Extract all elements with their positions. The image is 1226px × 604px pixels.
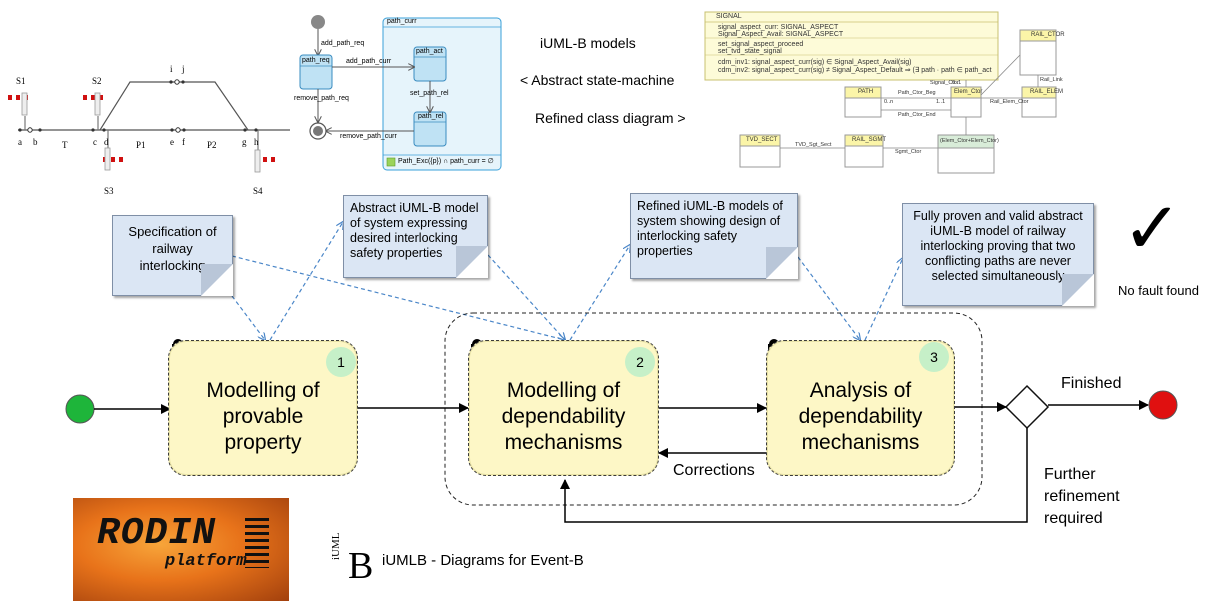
- section-label-p1: P1: [136, 140, 146, 150]
- assoc-tvd-sgt-sect: TVD_Sgt_Sect: [795, 142, 832, 148]
- iumlb-caption: iUMLB - Diagrams for Event-B: [382, 552, 584, 569]
- note-fold: [1062, 274, 1094, 306]
- point-label-c: c: [93, 137, 97, 147]
- assoc-signal-ctor: Signal_Ctor: [930, 80, 959, 86]
- signal-label-s1: S1: [16, 76, 26, 86]
- point-label-h: h: [254, 137, 259, 147]
- state-machine-invariant: Path_Exc({p}) ∩ path_curr = ∅: [398, 158, 494, 165]
- assoc-path-ctor-end: Path_Ctor_End: [898, 112, 936, 118]
- note-specification: Specification of railway interlocking: [112, 215, 233, 296]
- rodin-logo-subtitle: platform: [165, 552, 247, 571]
- activity-label: Analysis of dependability mechanisms: [798, 379, 923, 454]
- class-diagram: [704, 11, 1057, 174]
- point-label-g: g: [242, 137, 247, 147]
- transition-remove-path-req: remove_path_req: [294, 95, 349, 102]
- note-abstract-model-text: Abstract iUML-B model of system expressi…: [350, 201, 479, 260]
- railway-signals: [8, 79, 275, 173]
- class-path: PATH: [858, 89, 874, 95]
- signal-label-s2: S2: [92, 76, 102, 86]
- note-refined-model: Refined iUML-B models of system showing …: [630, 193, 798, 279]
- activity-modelling-dependability: Modelling of dependability mechanisms: [468, 340, 659, 476]
- checkmark-icon: ✓: [1122, 186, 1183, 270]
- state-machine: [299, 15, 502, 171]
- activity-label: Modelling of provable property: [206, 379, 320, 454]
- transition-set-path-rel: set_path_rel: [410, 90, 449, 97]
- caption-abstract-state-machine: < Abstract state-machine: [520, 72, 675, 88]
- class-signal-title: SIGNAL: [716, 13, 742, 20]
- iumlb-logo-letter: B: [348, 545, 374, 587]
- start-node: [65, 394, 95, 424]
- class-signal-attr-2: Signal_Aspect_Avail: SIGNAL_ASPECT: [718, 31, 844, 38]
- point-label-i: i: [170, 64, 173, 74]
- note-fold: [201, 264, 233, 296]
- note-refined-model-text: Refined iUML-B models of system showing …: [637, 199, 783, 258]
- class-signal-inv-2: cdm_inv2: signal_aspect_curr(sig) ≠ Sign…: [718, 67, 994, 74]
- point-label-a: a: [18, 137, 22, 147]
- iumlb-logo-small: iUML: [330, 532, 342, 561]
- class-elem-ctor: Elem_Ctor: [954, 89, 983, 95]
- section-label-t: T: [62, 140, 68, 150]
- class-signal-event-2: set_tvd_state_signal: [718, 48, 782, 55]
- state-machine-title: path_curr: [387, 18, 417, 25]
- class-rail-ctor: RAIL_CTOR: [1031, 32, 1065, 38]
- signal-label-s4: S4: [253, 186, 263, 196]
- transition-add-path-req: add_path_req: [321, 40, 365, 47]
- point-label-d: d: [104, 137, 109, 147]
- assoc-sgmt-ctor: Sgmt_Ctor: [895, 149, 922, 155]
- multiplicity-11: 1..1: [936, 99, 946, 105]
- class-rail-elem: RAIL_ELEM: [1030, 89, 1064, 95]
- transition-remove-path-curr: remove_path_curr: [340, 133, 397, 140]
- assoc-rail-link: Rail_Link: [1040, 77, 1063, 83]
- signal-label-s3: S3: [104, 186, 114, 196]
- multiplicity-01: 0..1: [952, 80, 962, 86]
- point-label-e: e: [170, 137, 174, 147]
- decision-node: [1004, 384, 1050, 430]
- note-fold: [766, 247, 798, 279]
- class-signal-event-1: set_signal_aspect_proceed: [718, 41, 804, 48]
- activity-number-badge: 2: [625, 347, 655, 377]
- flow-label-finished: Finished: [1061, 375, 1122, 392]
- rodin-logo: RODIN platform: [73, 498, 289, 601]
- process-flow: [65, 312, 1178, 523]
- flow-label-further-refinement: Further refinement required: [1044, 466, 1120, 527]
- railway-track-layout: [18, 81, 290, 150]
- dependency-arrows: [231, 222, 903, 340]
- note-abstract-model: Abstract iUML-B model of system expressi…: [343, 195, 488, 278]
- rodin-logo-lines: [245, 518, 269, 568]
- note-proven-model: Fully proven and valid abstract iUML-B m…: [902, 203, 1094, 306]
- class-signal-attr-1: signal_aspect_curr: SIGNAL_ASPECT: [718, 24, 839, 31]
- verdict-text: No fault found: [1118, 283, 1199, 298]
- point-label-b: b: [33, 137, 38, 147]
- caption-iumlb-models: iUML-B models: [540, 35, 636, 51]
- activity-number-badge: 1: [326, 347, 356, 377]
- caption-refined-class-diagram: Refined class diagram >: [535, 110, 686, 126]
- multiplicity-0n: 0..n: [884, 99, 894, 105]
- class-signal-inv-1: cdm_inv1: signal_aspect_curr(sig) ∈ Sign…: [718, 59, 912, 66]
- activity-number-badge: 3: [919, 342, 949, 372]
- rodin-logo-title: RODIN: [97, 512, 217, 555]
- state-path-rel: path_rel: [418, 113, 444, 120]
- state-path-act: path_act: [416, 48, 443, 55]
- section-label-p2: P2: [207, 140, 217, 150]
- point-label-f: f: [182, 137, 185, 147]
- class-rail-sgmt: RAIL_SGMT: [852, 137, 887, 143]
- activity-label: Modelling of dependability mechanisms: [501, 379, 626, 454]
- note-fold: [456, 246, 488, 278]
- note-proven-model-text: Fully proven and valid abstract iUML-B m…: [913, 209, 1083, 283]
- point-label-j: j: [182, 64, 185, 74]
- end-node: [1148, 390, 1178, 420]
- transition-add-path-curr: add_path_curr: [346, 58, 392, 65]
- state-path-req: path_req: [302, 57, 330, 64]
- flow-label-corrections: Corrections: [673, 462, 755, 479]
- class-elem-ctor-pair: (Elem_Ctor+Elem_Ctor): [940, 138, 999, 144]
- assoc-rail-elem-ctor: Rail_Elem_Ctor: [990, 99, 1029, 105]
- class-tvd-sect: TVD_SECT: [746, 137, 778, 143]
- note-specification-text: Specification of railway interlocking: [128, 224, 217, 273]
- assoc-path-ctor-beg: Path_Ctor_Beg: [898, 90, 936, 96]
